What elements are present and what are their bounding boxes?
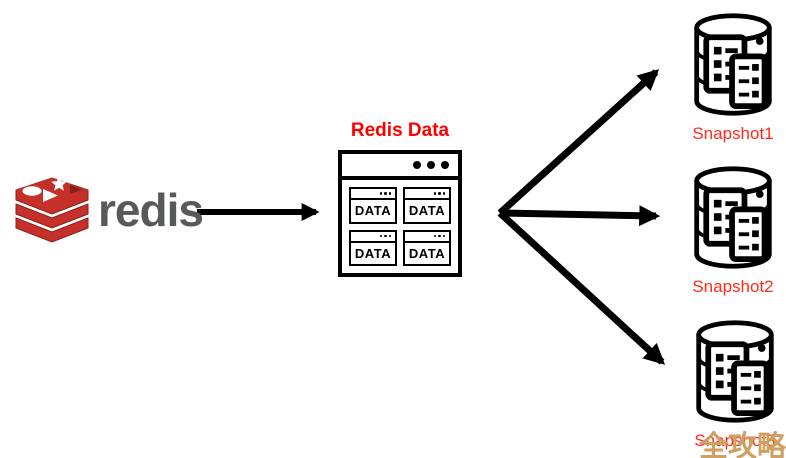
snapshot-2: Snapshot2 (688, 163, 778, 297)
dark-triangle-shape (70, 185, 83, 194)
mini-dots-icon (384, 234, 387, 238)
database-cylinder-icon (696, 320, 774, 423)
database-cylinder-icon (694, 13, 772, 116)
mini-window-titlebar (405, 189, 449, 200)
data-grid: DATA DATA DATA (342, 180, 458, 273)
redis-data-window: DATA DATA DATA (338, 150, 462, 277)
watermark-text: 全攻略 (698, 429, 786, 458)
mini-dots-icon (388, 192, 391, 195)
mini-dots-icon (438, 234, 441, 238)
data-label: DATA (408, 203, 446, 219)
snapshot-label: Snapshot3 (694, 431, 776, 450)
data-block: DATA (403, 229, 451, 266)
window-dots-icon (413, 161, 421, 169)
mini-dots-icon (384, 192, 387, 195)
mini-window-titlebar (405, 232, 449, 243)
mini-window-titlebar (351, 189, 395, 200)
snapshot-label: Snapshot2 (692, 277, 774, 296)
snapshot-label: Snapshot1 (692, 124, 774, 143)
mini-dots-icon (442, 234, 445, 238)
window-dots-icon (427, 161, 435, 169)
mini-dots-icon (433, 234, 436, 238)
data-label: DATA (354, 245, 392, 261)
redis-wordmark: redis (98, 184, 204, 236)
snapshot-3: Snapshot3 (690, 317, 780, 451)
mini-dots-icon (442, 192, 445, 195)
data-label: DATA (354, 203, 392, 219)
redis-data-title: Redis Data (350, 120, 450, 141)
mini-dots-icon (379, 192, 382, 195)
star-shape (51, 176, 67, 191)
arrow-data-to-snapshot1 (497, 69, 660, 216)
redis-logo-group: redis (12, 172, 204, 254)
arrow-data-to-snapshot3 (497, 210, 666, 365)
mini-window-titlebar (351, 232, 395, 243)
arrow-data-to-snapshot2 (499, 205, 661, 227)
triangle-shape (43, 189, 58, 202)
mini-dots-icon (433, 192, 436, 195)
ellipse-shape (22, 186, 42, 196)
mini-dots-icon (388, 234, 391, 238)
snapshot-1: Snapshot1 (688, 10, 778, 144)
data-label: DATA (408, 245, 446, 261)
redis-logo-icon (15, 176, 89, 243)
window-titlebar (342, 154, 458, 180)
data-block: DATA (349, 187, 397, 224)
data-block: DATA (349, 229, 397, 266)
window-dots-icon (441, 161, 449, 169)
mini-dots-icon (379, 234, 382, 238)
database-cylinder-icon (694, 166, 772, 269)
mini-dots-icon (438, 192, 441, 195)
data-block: DATA (403, 187, 451, 224)
